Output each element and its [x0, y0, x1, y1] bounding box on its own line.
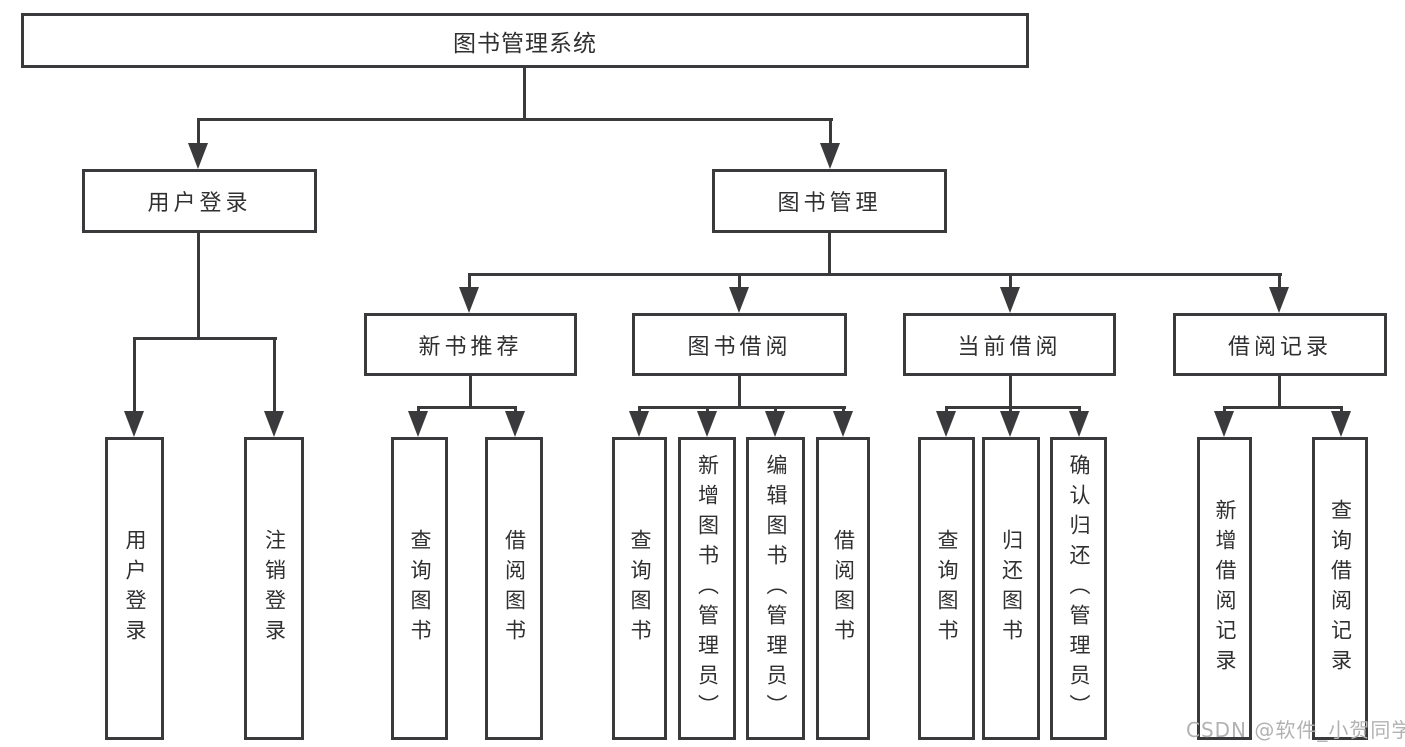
node-label: 借阅记录: [1227, 334, 1332, 360]
connector: [638, 406, 641, 413]
arrowhead-down-icon: [1000, 411, 1020, 437]
connector: [468, 273, 471, 289]
watermark: CSDN @软件_小贺同学: [1186, 718, 1405, 742]
connector: [638, 406, 846, 409]
connector: [828, 233, 831, 273]
connector: [197, 118, 833, 121]
connector: [1278, 376, 1281, 406]
connector: [1223, 406, 1226, 413]
connector: [738, 273, 741, 289]
node-label: 新书推荐: [418, 334, 523, 360]
connector: [133, 337, 136, 413]
connector: [1223, 406, 1343, 409]
connector: [1078, 406, 1081, 413]
leaf-borrow-query-books: 查询图书: [612, 437, 667, 740]
node-label: 查询图书: [628, 528, 652, 649]
connector: [133, 337, 277, 340]
arrowhead-down-icon: [408, 411, 428, 437]
arrowhead-down-icon: [1331, 411, 1351, 437]
connector: [417, 406, 420, 413]
arrowhead-down-icon: [188, 143, 208, 169]
node-label: 当前借阅: [957, 334, 1062, 360]
node-label: 借阅图书: [831, 528, 856, 649]
leaf-query-borrow-record: 查询借阅记录: [1312, 437, 1368, 740]
node-root: 图书管理系统: [21, 13, 1029, 68]
leaf-user-login: 用户登录: [105, 437, 164, 740]
connector: [273, 337, 276, 413]
node-book-borrow: 图书借阅: [632, 313, 847, 376]
node-label: 用户登录: [123, 528, 147, 649]
connector: [1009, 376, 1012, 406]
node-label: 借阅图书: [502, 528, 527, 649]
arrowhead-down-icon: [459, 287, 479, 313]
leaf-borrow-books: 借阅图书: [816, 437, 870, 740]
connector: [197, 118, 200, 145]
arrowhead-down-icon: [833, 411, 853, 437]
arrowhead-down-icon: [820, 143, 840, 169]
connector: [738, 376, 741, 406]
connector: [774, 406, 777, 413]
leaf-confirm-return-admin: 确认归还（管理员）: [1050, 437, 1107, 740]
leaf-add-borrow-record: 新增借阅记录: [1197, 437, 1252, 740]
node-label: 查询图书: [408, 528, 432, 649]
connector: [523, 68, 526, 118]
connector: [514, 406, 517, 413]
arrowhead-down-icon: [936, 411, 956, 437]
arrowhead-down-icon: [1000, 287, 1020, 313]
leaf-current-query-books: 查询图书: [918, 437, 975, 740]
node-label: 编辑图书（管理员）: [764, 453, 788, 724]
node-current-borrow: 当前借阅: [903, 313, 1116, 376]
arrowhead-down-icon: [697, 411, 717, 437]
leaf-return-books: 归还图书: [982, 437, 1040, 740]
connector: [197, 233, 200, 337]
connector: [706, 406, 709, 413]
connector: [468, 273, 1282, 276]
connector: [1278, 273, 1281, 289]
node-label: 用户登录: [147, 191, 252, 216]
arrowhead-down-icon: [629, 411, 649, 437]
connector: [1340, 406, 1343, 413]
leaf-logout: 注销登录: [244, 437, 304, 740]
node-label: 查询图书: [935, 528, 959, 649]
leaf-recommend-query-books: 查询图书: [391, 437, 448, 740]
arrowhead-down-icon: [1214, 411, 1234, 437]
connector: [829, 118, 832, 145]
connector: [1009, 406, 1012, 413]
node-new-book-recommend: 新书推荐: [364, 313, 577, 376]
node-book-management: 图书管理: [712, 169, 947, 233]
node-label: 查询借阅记录: [1328, 498, 1353, 679]
connector: [945, 406, 1081, 409]
node-label: 图书管理: [777, 191, 882, 216]
connector: [842, 406, 845, 413]
arrowhead-down-icon: [124, 411, 144, 437]
node-label: 新增借阅记录: [1213, 498, 1237, 679]
arrowhead-down-icon: [505, 411, 525, 437]
connector: [1009, 273, 1012, 289]
arrowhead-down-icon: [1069, 411, 1089, 437]
connector: [469, 376, 472, 406]
node-user-login: 用户登录: [82, 169, 317, 233]
connector: [417, 406, 517, 409]
arrowhead-down-icon: [1269, 287, 1289, 313]
connector: [945, 406, 948, 413]
arrowhead-down-icon: [765, 411, 785, 437]
node-label: 图书管理系统: [453, 30, 597, 57]
leaf-edit-books-admin: 编辑图书（管理员）: [746, 437, 805, 740]
node-label: 注销登录: [262, 528, 287, 649]
node-label: 图书借阅: [687, 334, 792, 360]
leaf-add-books-admin: 新增图书（管理员）: [678, 437, 736, 740]
node-borrow-record: 借阅记录: [1173, 313, 1387, 376]
node-label: 确认归还（管理员）: [1067, 453, 1091, 724]
arrowhead-down-icon: [729, 287, 749, 313]
arrowhead-down-icon: [264, 411, 284, 437]
node-label: 新增图书（管理员）: [695, 453, 720, 724]
node-label: 归还图书: [999, 528, 1024, 649]
leaf-recommend-borrow-books: 借阅图书: [485, 437, 543, 740]
